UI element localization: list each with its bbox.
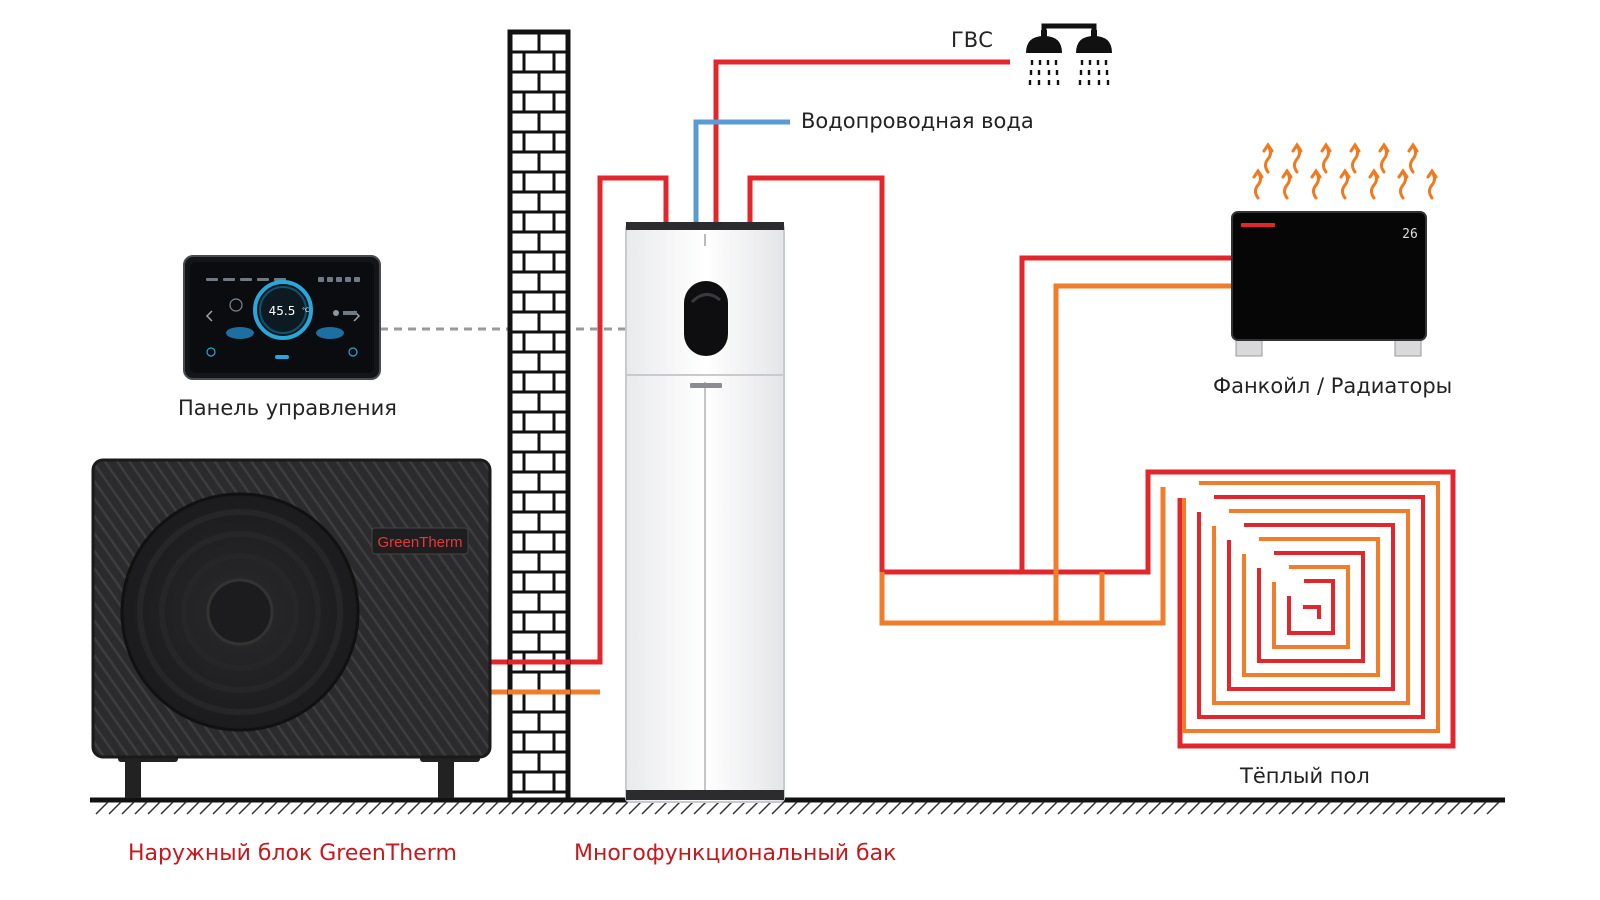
cold-water-pipe (693, 119, 790, 224)
label-floor-heating: Тёплый пол (1239, 764, 1370, 788)
ground (90, 797, 1505, 815)
floor-loop-center (1303, 605, 1321, 619)
heat-arrow-icon (1407, 142, 1419, 174)
floor-loop (1182, 481, 1440, 733)
heating-return-pipe (879, 487, 1166, 626)
outdoor-unit: GreenTherm (91, 458, 492, 798)
heating-supply-pipe (747, 175, 1456, 749)
brick-wall (507, 29, 571, 803)
floor-loop (1212, 509, 1410, 705)
floor-loop (1242, 537, 1380, 677)
shower-icon (1026, 30, 1062, 85)
panel-right-mode-icon (316, 327, 344, 339)
heat-arrow-icon (1339, 168, 1351, 200)
floor-loop (1257, 551, 1365, 663)
control-panel: 45.5 °C (183, 255, 381, 380)
heat-arrows (1252, 142, 1438, 200)
outdoor-brand-label: GreenTherm (377, 534, 462, 551)
heat-arrow-icon (1310, 168, 1322, 200)
floor-heating-loops (1182, 481, 1440, 733)
panel-left-mode-icon (226, 327, 254, 339)
floor-loop (1227, 523, 1395, 691)
panel-dial (253, 280, 313, 340)
heat-arrow-icon (1368, 168, 1380, 200)
tank-logo (690, 383, 722, 388)
heat-arrow-icon (1397, 168, 1409, 200)
label-tank: Многофункциональный бак (574, 841, 896, 866)
fan-icon (120, 492, 360, 732)
heat-arrow-icon (1378, 142, 1390, 174)
label-control-panel: Панель управления (178, 396, 397, 420)
fancoil-display-value: 26 (1402, 227, 1418, 242)
panel-temperature: 45.5 (269, 304, 296, 318)
label-dhw: ГВС (951, 28, 993, 52)
tank-display (684, 281, 728, 356)
fancoil-unit: 26 (1231, 211, 1427, 357)
fancoil-return-pipe (1053, 283, 1240, 623)
heat-arrow-icon (1281, 168, 1293, 200)
shower-icons (1026, 23, 1112, 85)
heat-arrow-icon (1291, 142, 1303, 174)
heat-arrow-icon (1320, 142, 1332, 174)
heat-arrow-icon (1262, 142, 1274, 174)
floor-loop (1272, 565, 1350, 649)
label-tap-water: Водопроводная вода (801, 109, 1034, 133)
dhw-pipe (713, 59, 1010, 224)
label-outdoor-unit: Наружный блок GreenTherm (128, 841, 457, 866)
heat-arrow-icon (1252, 168, 1264, 200)
heat-arrow-icon (1349, 142, 1361, 174)
floor-loop (1197, 495, 1425, 719)
shower-icon (1076, 30, 1112, 85)
label-fancoil: Фанкойл / Радиаторы (1213, 374, 1452, 398)
brand-badge (371, 527, 469, 555)
fancoil-supply-pipe (1019, 255, 1240, 572)
multifunction-tank (625, 222, 785, 803)
heat-arrow-icon (1426, 168, 1438, 200)
floor-loop (1287, 579, 1335, 635)
chevron-left-icon (205, 310, 213, 322)
panel-temperature-unit: °C (302, 307, 309, 314)
